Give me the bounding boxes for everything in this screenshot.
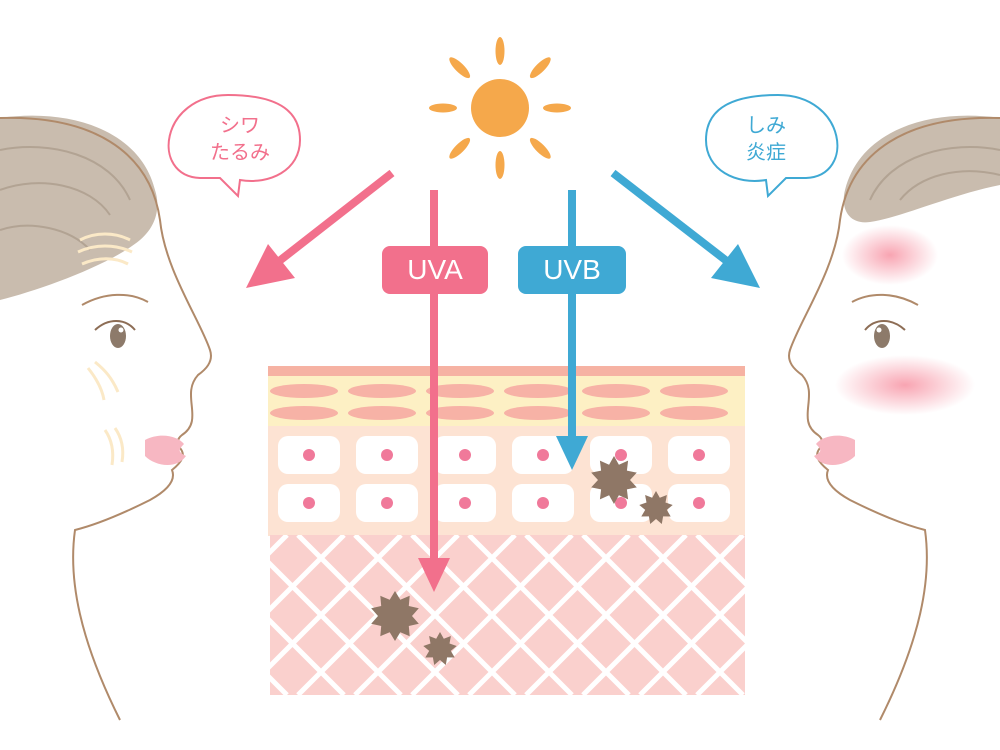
skin-surface-layer (268, 366, 745, 376)
flat-cell (426, 406, 494, 420)
sun-ray (495, 151, 505, 179)
uvb-label: UVB (518, 246, 626, 294)
cell-nucleus (381, 449, 393, 461)
sun-icon (429, 37, 571, 179)
sun-ray (495, 37, 505, 65)
flat-cell (270, 406, 338, 420)
left-bubble-line-2: たるみ (210, 140, 270, 164)
right-face-illustration (788, 115, 1000, 721)
flat-cell (348, 406, 416, 420)
cell-nucleus (537, 497, 549, 509)
flat-cell (270, 384, 338, 398)
left-face-illustration (0, 115, 212, 721)
right-bubble-text: しみ 炎症 (716, 112, 816, 166)
uva-diagonal-arrowhead (246, 244, 295, 288)
flat-cell (660, 406, 728, 420)
cell-nucleus (615, 449, 627, 461)
right-bubble-line-1: しみ (746, 113, 786, 137)
cheek-redness (835, 355, 975, 415)
sun-ray (449, 137, 471, 159)
uva-vertical-arrowhead (418, 558, 450, 592)
epidermis-layer (268, 426, 745, 536)
right-lips (814, 435, 855, 466)
cell-nucleus (381, 497, 393, 509)
cell-nucleus (303, 449, 315, 461)
right-hair (843, 115, 1000, 223)
cell-nucleus (693, 497, 705, 509)
uvb-diagonal-arrowhead (711, 244, 760, 288)
left-speech-bubble (167, 93, 302, 199)
left-lips (145, 435, 186, 466)
cell-nucleus (459, 497, 471, 509)
uvb-arrows (556, 169, 760, 470)
left-bubble-line-1: シワ (220, 113, 260, 137)
flat-cell (660, 384, 728, 398)
sun-ray (429, 103, 457, 113)
flat-cells (270, 384, 728, 420)
dermis-layer (270, 535, 745, 695)
sun-ray (543, 103, 571, 113)
flat-cell (504, 406, 572, 420)
cheek-wrinkles (86, 360, 125, 466)
stratum-corneum (268, 376, 745, 426)
forehead-wrinkles (77, 232, 133, 266)
cell-nucleus (303, 497, 315, 509)
flat-cell (582, 384, 650, 398)
left-bubble-text: シワ たるみ (190, 112, 290, 166)
left-eye (110, 324, 126, 348)
flat-cell (426, 384, 494, 398)
spot-dermis-small (423, 632, 457, 665)
sun-ray (449, 57, 471, 79)
epidermis-cells (278, 436, 730, 522)
cell-nucleus (693, 449, 705, 461)
cell-nucleus (459, 449, 471, 461)
spot-epidermis-large (591, 456, 637, 504)
skin-cross-section (268, 366, 745, 695)
spot-dermis-large (371, 591, 419, 641)
flat-cell (582, 406, 650, 420)
right-speech-bubble (704, 93, 839, 199)
right-eye (874, 324, 890, 348)
sun-ray (529, 137, 551, 159)
collagen-fibers (270, 535, 745, 695)
uvb-vertical-arrowhead (556, 436, 588, 470)
cell-nucleus (537, 449, 549, 461)
sun-ray (529, 57, 551, 79)
forehead-redness (842, 225, 938, 285)
flat-cell (348, 384, 416, 398)
spot-epidermis-small (639, 491, 673, 524)
cell-nucleus (615, 497, 627, 509)
uva-label: UVA (382, 246, 488, 294)
melanin-spots (371, 456, 673, 665)
flat-cell (504, 384, 572, 398)
left-face-outline (0, 116, 212, 721)
left-hair (0, 115, 158, 300)
right-face-outline (788, 116, 1000, 721)
right-bubble-line-2: 炎症 (746, 140, 786, 164)
